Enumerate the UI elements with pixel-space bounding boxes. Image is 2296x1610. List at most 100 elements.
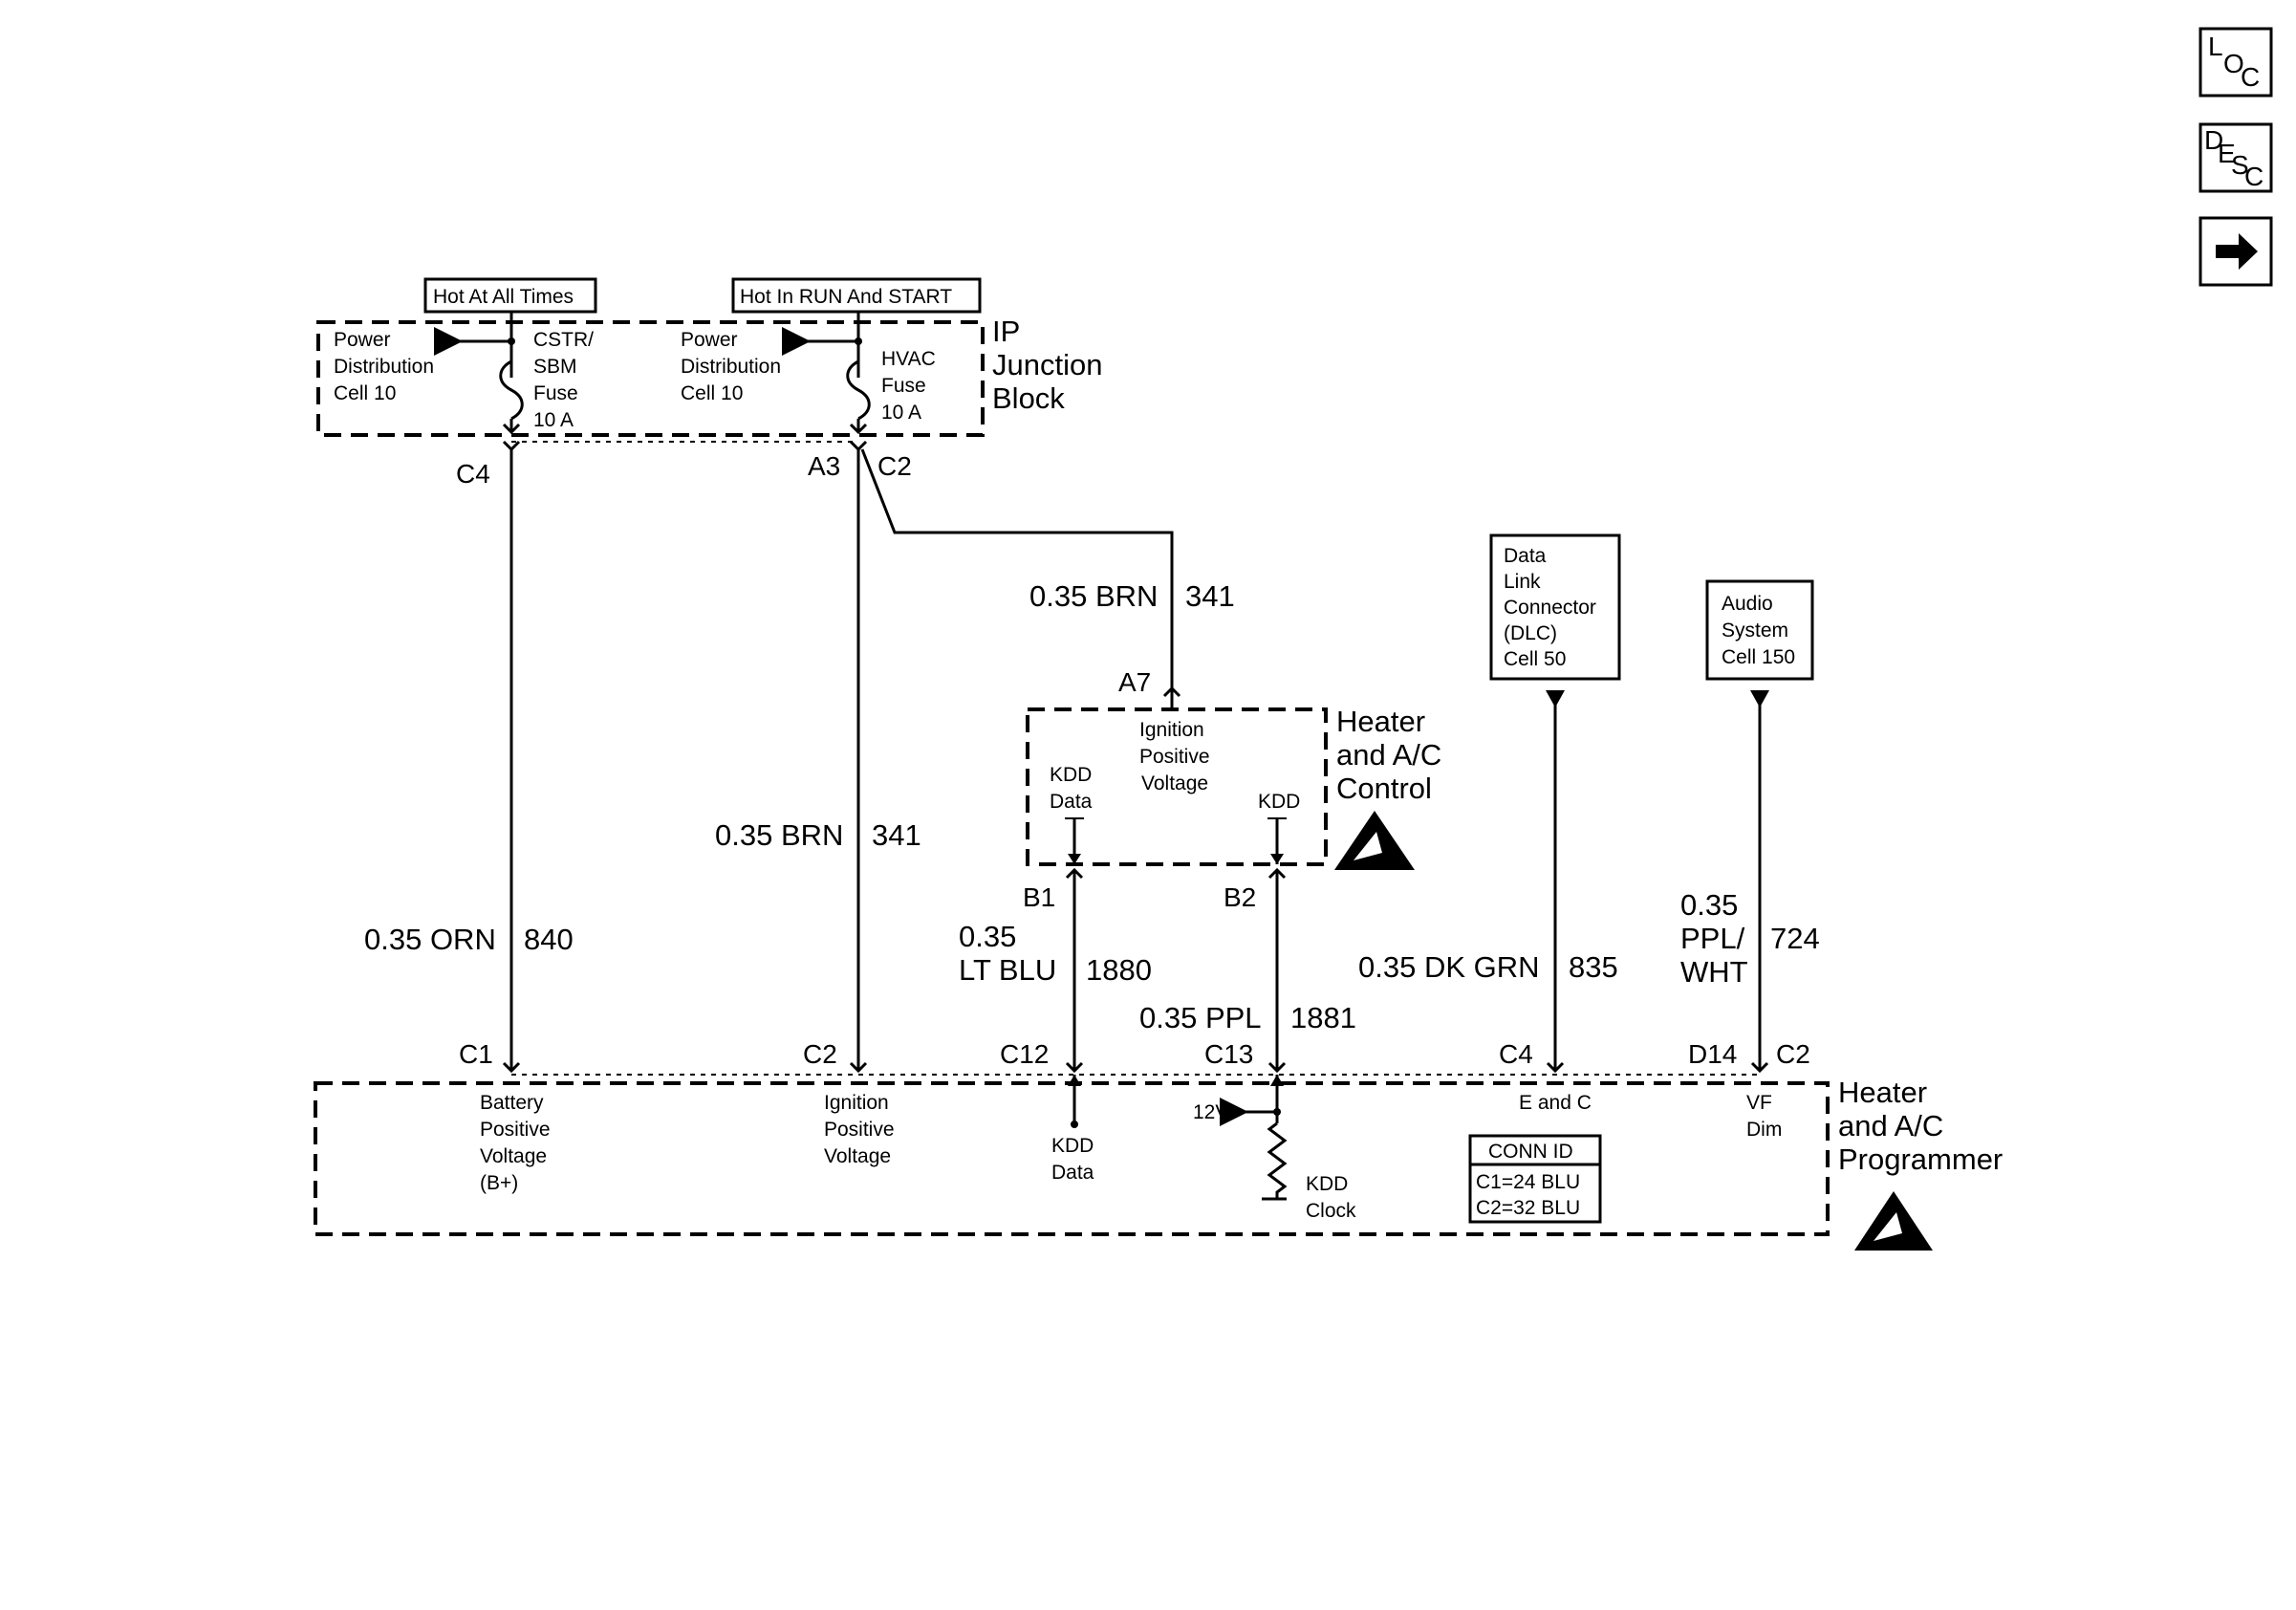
pd-1-line-2: Distribution [334,356,434,378]
ctrl-ign-3: Voltage [1141,772,1208,794]
prog-kdd-data-1: KDD [1051,1135,1094,1157]
wire-341-left: 0.35 BRN 341 [715,449,921,1071]
fuse-1-line-4: 10 A [533,409,574,431]
prog-title-2: and A/C [1838,1109,1943,1142]
ip-block-title-3: Block [992,381,1065,415]
fuse-2-line-2: Fuse [881,375,926,397]
ctrl-conn-b2: B2 [1224,882,1256,912]
prog-12v: 12V [1193,1101,1228,1123]
ctrl-title-3: Control [1336,772,1432,805]
prog-conn-d14: D14 [1688,1039,1737,1069]
loc-button[interactable]: L O C [2199,27,2273,98]
resistor-icon [1267,1121,1288,1199]
ctrl-conn-b1: B1 [1023,882,1055,912]
wire-724: 0.35 PPL/ WHT 724 [1680,690,1820,1071]
wire-341-left-circuit: 341 [872,818,921,852]
ctrl-title-2: and A/C [1336,738,1441,772]
wire-1880-circuit: 1880 [1086,953,1152,987]
prog-ign-2: Positive [824,1119,895,1141]
wire-724-circuit: 724 [1770,922,1820,955]
wire-724-gauge-1: 0.35 [1680,888,1738,922]
fuse-1-line-3: Fuse [533,382,578,404]
prog-ign-3: Voltage [824,1145,891,1167]
wire-1881-circuit: 1881 [1290,1001,1356,1034]
dlc-line-3: Connector [1504,597,1596,619]
ctrl-kdd-data-1: KDD [1050,764,1092,786]
prog-kdd-clock-1: KDD [1306,1173,1348,1195]
conn-id-box: CONN ID C1=24 BLU C2=32 BLU [1468,1134,1602,1224]
ip-junction-block: IP Junction Block Hot At All Times Hot I… [316,277,1102,489]
audio-line-3: Cell 150 [1722,646,1795,668]
prog-title-3: Programmer [1838,1142,2003,1176]
dlc-line-4: (DLC) [1504,622,1557,644]
ctrl-kdd: KDD [1258,791,1300,813]
loc-letter-l: L [2208,32,2223,61]
prog-conn-c13: C13 [1204,1039,1253,1069]
wire-840-gauge: 0.35 ORN [364,923,496,956]
dlc-line-2: Link [1504,571,1541,593]
wire-341-top: 0.35 BRN 341 [860,448,1235,696]
next-button[interactable] [2199,216,2273,287]
prog-vf-dim-2: Dim [1746,1119,1782,1141]
prog-kdd-clock-2: Clock [1306,1200,1356,1222]
wire-835: 0.35 DK GRN 835 [1358,690,1618,1071]
desc-letter-d: D [2204,125,2223,155]
fuse-2-line-3: 10 A [881,402,921,424]
wire-835-circuit: 835 [1569,950,1618,984]
wire-840: 0.35 ORN 840 [364,449,574,1071]
dlc-box: Data Link Connector (DLC) Cell 50 [1489,533,1621,707]
wire-341-top-circuit: 341 [1185,579,1235,613]
prog-conn-c1: C1 [459,1039,493,1069]
prog-conn-c12: C12 [1000,1039,1049,1069]
loc-letter-o: O [2223,49,2244,78]
wire-1880: 0.35 LT BLU 1880 [959,870,1152,1071]
conn-id-title: CONN ID [1488,1141,1573,1163]
desc-letter-s: S [2231,150,2249,180]
pd-2-line-3: Cell 10 [681,382,743,404]
ctrl-conn-a7: A7 [1118,667,1151,697]
fuse-2-line-1: HVAC [881,348,936,370]
pd-1-line-1: Power [334,329,391,351]
hot-in-run-start-box [731,277,982,314]
ip-block-title-2: Junction [992,348,1102,381]
prog-conn-c4: C4 [1499,1039,1533,1069]
ip-conn-c2: C2 [877,451,912,481]
ctrl-ign-2: Positive [1139,746,1210,768]
junction-dot [1071,1120,1078,1128]
prog-ign-1: Ignition [824,1092,889,1114]
ip-conn-c4: C4 [456,459,490,489]
hot-in-run-start-label: Hot In RUN And START [740,286,952,308]
arrow-right-icon [2216,233,2258,270]
conn-id-c2: C2=32 BLU [1476,1197,1580,1219]
ip-conn-a3: A3 [808,451,840,481]
loc-letter-c: C [2241,62,2260,92]
prog-batt-3: Voltage [480,1145,547,1167]
wire-341-left-gauge: 0.35 BRN [715,818,843,852]
wire-1881-gauge: 0.35 PPL [1139,1001,1262,1034]
wire-840-circuit: 840 [524,923,574,956]
prog-kdd-data-2: Data [1051,1162,1094,1184]
esd-warning-icon [1854,1191,1933,1251]
audio-line-1: Audio [1722,593,1773,615]
ctrl-ign-1: Ignition [1139,719,1204,741]
ip-block-title-1: IP [992,315,1020,348]
ctrl-title-1: Heater [1336,705,1425,738]
heater-ac-control: A7 Heater and A/C Control Ignition Posit… [1023,667,1441,912]
pd-2-line-2: Distribution [681,356,781,378]
ctrl-kdd-data-2: Data [1050,791,1093,813]
prog-conn-c2: C2 [803,1039,837,1069]
pd-2-line-1: Power [681,329,738,351]
prog-vf-dim-1: VF [1746,1092,1772,1114]
prog-title-1: Heater [1838,1076,1927,1109]
wire-724-gauge-3: WHT [1680,955,1748,989]
conn-id-c1: C1=24 BLU [1476,1171,1580,1193]
heater-ac-programmer: C1 C2 C12 C13 C4 D14 C2 Heater and A/C P… [314,1039,2003,1251]
desc-letter-c: C [2244,162,2264,191]
wire-835-gauge: 0.35 DK GRN [1358,950,1540,984]
audio-line-2: System [1722,620,1788,642]
wire-341-top-gauge: 0.35 BRN [1029,579,1158,613]
fuse-2-icon [846,359,871,421]
fuse-1-line-1: CSTR/ [533,329,594,351]
dlc-line-1: Data [1504,545,1547,567]
desc-button[interactable]: D E S C [2199,122,2273,193]
